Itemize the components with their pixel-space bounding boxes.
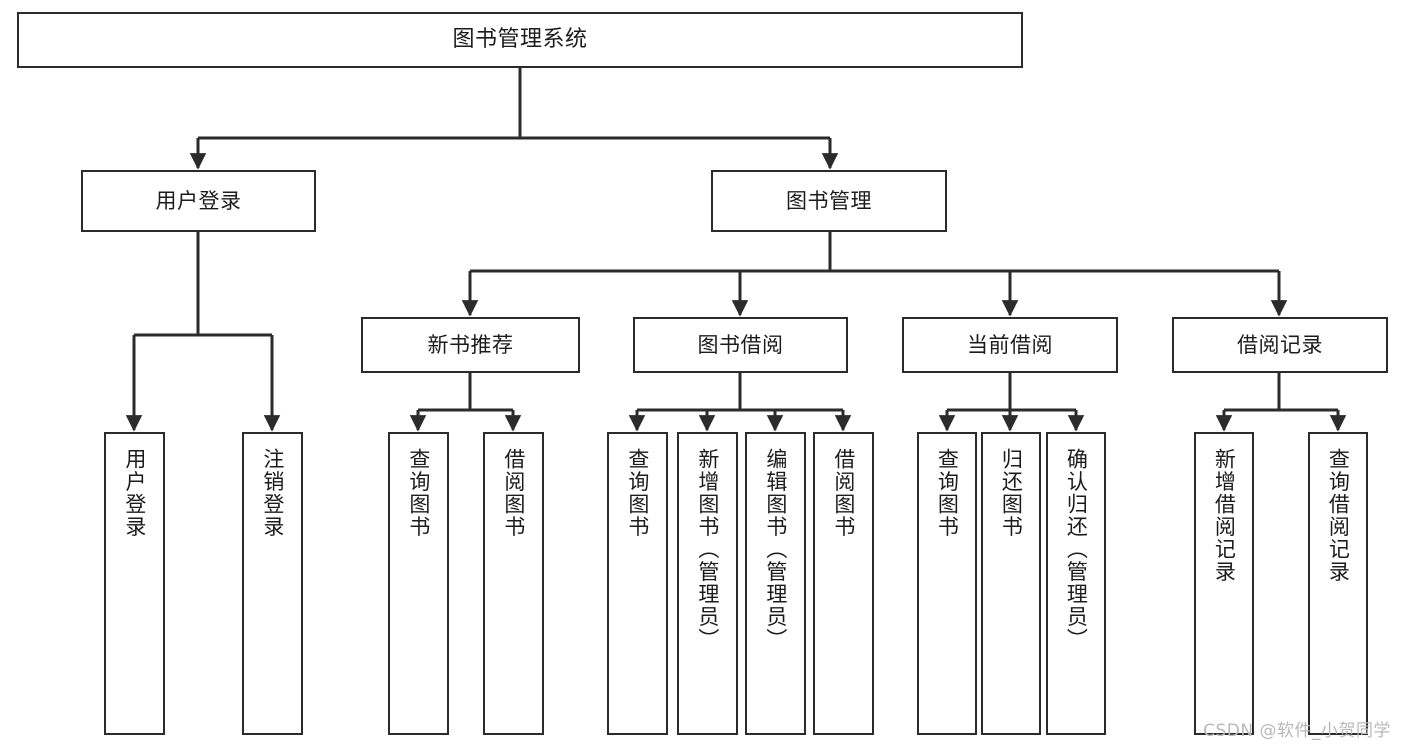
node-label: 借阅图书 — [831, 448, 856, 538]
node-borrow-record[interactable]: 借阅记录 — [1172, 317, 1388, 373]
node-label: 图书借阅 — [697, 332, 784, 357]
node-user-login[interactable]: 用户登录 — [81, 170, 316, 232]
edge-group-borrow-record — [1215, 373, 1347, 432]
node-leaf-borrow-book[interactable]: 借阅图书 — [813, 432, 874, 735]
node-label: 归还图书 — [999, 448, 1024, 538]
node-label: 图书管理系统 — [452, 27, 588, 53]
node-label: 新增图书（管理员） — [695, 448, 720, 651]
node-label: 查询图书 — [406, 448, 431, 538]
node-leaf-confirm-return[interactable]: 确认归还（管理员） — [1046, 432, 1106, 735]
node-leaf-query-book-borrow[interactable]: 查询图书 — [607, 432, 668, 735]
node-leaf-edit-book[interactable]: 编辑图书（管理员） — [745, 432, 806, 735]
node-label: 图书管理 — [786, 188, 872, 213]
node-label: 用户登录 — [155, 188, 242, 213]
node-label: 查询借阅记录 — [1326, 448, 1351, 583]
node-book-borrow[interactable]: 图书借阅 — [633, 317, 848, 373]
node-leaf-query-borrow-record[interactable]: 查询借阅记录 — [1308, 432, 1368, 735]
node-leaf-query-book-recommend[interactable]: 查询图书 — [388, 432, 449, 735]
node-book-management[interactable]: 图书管理 — [711, 170, 947, 232]
edge-group-root — [189, 68, 839, 170]
node-label: 新书推荐 — [427, 332, 514, 357]
node-label: 注销登录 — [260, 448, 285, 538]
node-label: 借阅记录 — [1237, 332, 1323, 357]
node-label: 借阅图书 — [501, 448, 526, 538]
node-current-borrow[interactable]: 当前借阅 — [902, 317, 1118, 373]
node-label: 编辑图书（管理员） — [763, 448, 788, 651]
edge-group-book-borrow — [628, 373, 852, 432]
node-label: 当前借阅 — [967, 332, 1053, 357]
edge-group-user-login — [125, 232, 281, 432]
edge-group-book-management — [461, 232, 1288, 317]
node-label: 新增借阅记录 — [1212, 448, 1237, 583]
node-label: 确认归还（管理员） — [1064, 448, 1089, 651]
edge-group-current-borrow — [938, 373, 1085, 432]
node-leaf-user-login[interactable]: 用户登录 — [104, 432, 165, 735]
node-label: 用户登录 — [122, 448, 147, 538]
node-new-book-recommend[interactable]: 新书推荐 — [361, 317, 580, 373]
node-leaf-borrow-book-recommend[interactable]: 借阅图书 — [483, 432, 544, 735]
watermark-text: CSDN @软件_小贺同学 — [1203, 721, 1391, 741]
node-leaf-user-logout[interactable]: 注销登录 — [242, 432, 303, 735]
node-leaf-add-book[interactable]: 新增图书（管理员） — [677, 432, 738, 735]
node-leaf-add-borrow-record[interactable]: 新增借阅记录 — [1194, 432, 1254, 735]
node-leaf-query-book-current[interactable]: 查询图书 — [917, 432, 977, 735]
node-root-book-management-system[interactable]: 图书管理系统 — [17, 12, 1023, 68]
node-leaf-return-book[interactable]: 归还图书 — [981, 432, 1041, 735]
node-label: 查询图书 — [625, 448, 650, 538]
node-label: 查询图书 — [935, 448, 960, 538]
edge-group-new-book-recommend — [409, 373, 522, 432]
